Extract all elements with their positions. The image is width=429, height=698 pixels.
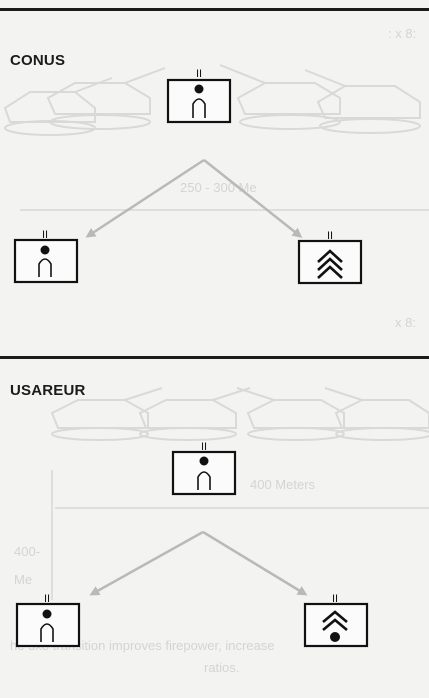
usareur-left-unit-symbol: II: [15, 592, 81, 648]
echelon-mark: II: [332, 593, 338, 605]
echelon-mark: II: [42, 229, 48, 241]
echelon-mark: II: [201, 441, 207, 453]
echelon-mark: II: [44, 593, 50, 605]
usareur-parent-unit-symbol: II: [171, 440, 237, 496]
usareur-arrow-right: [203, 532, 305, 594]
echelon-mark: II: [196, 68, 202, 80]
conus-right-unit-symbol: II: [297, 229, 363, 285]
usareur-right-unit-symbol: II: [303, 592, 369, 648]
conus-arrow-left: [88, 160, 204, 236]
conus-arrow-right: [204, 160, 300, 236]
conus-parent-unit-symbol: II: [166, 66, 232, 124]
usareur-arrow-left: [92, 532, 203, 594]
echelon-mark: II: [327, 230, 333, 242]
conus-left-unit-symbol: II: [13, 228, 79, 284]
